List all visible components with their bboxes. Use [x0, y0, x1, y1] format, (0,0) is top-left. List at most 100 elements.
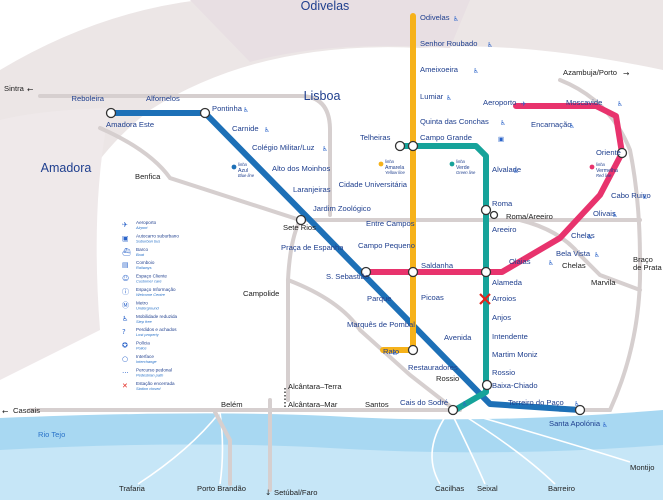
station-label[interactable]: Lumiar — [420, 92, 444, 101]
station-label[interactable]: Carnide — [232, 124, 259, 133]
station-label[interactable]: Telheiras — [360, 133, 391, 142]
station-label[interactable]: Pontinha — [212, 104, 243, 113]
region-label: Odivelas — [301, 0, 350, 13]
wheelchair-icon: ♿ — [264, 126, 270, 134]
station-label[interactable]: Laranjeiras — [293, 185, 331, 194]
station-label[interactable]: Praça de Espanha — [281, 243, 344, 252]
line-tag-label: linha — [385, 159, 395, 164]
wheelchair-icon: ♿ — [617, 100, 623, 108]
station-label[interactable]: Cabo Ruivo — [611, 191, 651, 200]
station-label[interactable]: Chelas — [571, 231, 595, 240]
station-label[interactable]: Olivais — [593, 209, 616, 218]
station-label[interactable]: Campo Pequeno — [358, 241, 415, 250]
wheelchair-icon: ♿ — [500, 119, 506, 127]
station-label[interactable]: Odivelas — [420, 13, 450, 22]
station-label[interactable]: Restauradores — [408, 363, 458, 372]
wheelchair-icon: ♿ — [446, 94, 452, 102]
station-label[interactable]: Rato — [383, 347, 399, 356]
station-label[interactable]: Areeiro — [492, 225, 516, 234]
line-name-english: Yellow line — [385, 170, 405, 175]
station-label[interactable]: Picoas — [421, 293, 444, 302]
wheelchair-icon: ♿ — [548, 259, 554, 267]
line-name-label: Verde — [456, 165, 470, 171]
bus-icon: ▣ — [122, 234, 129, 242]
station-label[interactable]: Amadora Este — [106, 120, 154, 129]
info-icon: ⓘ — [122, 288, 129, 296]
station-label[interactable]: Roma — [492, 199, 513, 208]
station-label[interactable]: Bela Vista — [556, 249, 591, 258]
station-label[interactable]: Aeroporto — [483, 98, 516, 107]
line-name-label: Azul — [238, 168, 248, 174]
arrow-down-icon: ↓ — [265, 488, 271, 497]
river-label: Rio Tejo — [38, 430, 65, 439]
direction-arrows: ← → ← ↓ — [2, 69, 629, 497]
station-label[interactable]: Entre Campos — [366, 219, 415, 228]
wheelchair-icon: ♿ — [642, 193, 648, 201]
station-label[interactable]: Olaias — [509, 257, 531, 266]
metro-line-green — [397, 143, 489, 413]
customer-icon: ☺ — [122, 275, 129, 283]
rail-station-label: Chelas — [562, 261, 586, 270]
station-label[interactable]: Rossio — [492, 368, 515, 377]
station-label[interactable]: Santa Apolónia — [549, 419, 601, 428]
line-tag-label: linha — [238, 162, 248, 167]
wheelchair-icon: ♿ — [392, 349, 398, 357]
station-label[interactable]: Alto dos Moinhos — [272, 164, 330, 173]
station-label[interactable]: Marquês de Pombal — [347, 320, 415, 329]
station-label[interactable]: Alameda — [492, 278, 523, 287]
station-label[interactable]: Reboleira — [71, 94, 104, 103]
station-label[interactable]: Senhor Roubado — [420, 39, 477, 48]
station-label[interactable]: Intendente — [492, 332, 528, 341]
rail-station-label: Sete Rios — [283, 223, 316, 232]
station-label[interactable]: Cais do Sodré — [400, 398, 448, 407]
station-label[interactable]: Avenida — [444, 333, 472, 342]
wheelchair-icon: ♿ — [122, 315, 128, 323]
rail-station-label: Sintra — [4, 84, 25, 93]
legend-label-english: Pedestrian path — [136, 372, 163, 377]
station-label[interactable]: S. Sebastião — [326, 272, 369, 281]
station-label[interactable]: Cidade Universitária — [339, 180, 408, 189]
rail-station-label: Roma/Areeiro — [506, 212, 553, 221]
station-label[interactable]: Campo Grande — [420, 133, 472, 142]
station-label[interactable]: Quinta das Conchas — [420, 117, 489, 126]
legend-label-english: Customer care — [136, 279, 162, 284]
station-label[interactable]: Arroios — [492, 294, 516, 303]
legend-label: Barco — [136, 247, 148, 252]
station-label[interactable]: Alfornelos — [146, 94, 180, 103]
station-label[interactable]: Moscavide — [566, 98, 602, 107]
station-label[interactable]: Martim Moniz — [492, 350, 538, 359]
station-label[interactable]: Jardim Zoológico — [313, 204, 371, 213]
station-label[interactable]: Baixa-Chiado — [492, 381, 538, 390]
legend-label: Espaço Cliente — [136, 274, 167, 279]
line-tag-label: linha — [456, 159, 466, 164]
rail-station-label: Seixal — [477, 484, 498, 493]
rail-station-label: Rossio — [436, 374, 459, 383]
station-label[interactable]: Ameixoeira — [420, 65, 459, 74]
line-color-dot — [231, 164, 237, 170]
station-label[interactable]: Terreiro do Paço — [508, 398, 564, 407]
wheelchair-icon: ♿ — [487, 41, 493, 49]
wheelchair-icon: ♿ — [587, 233, 593, 241]
line-color-dot — [378, 161, 384, 167]
rail-station-label: Cacilhas — [435, 484, 464, 493]
line-name-label: Vermelha — [596, 168, 618, 174]
interchange-icon: ○ — [122, 355, 128, 363]
station-label[interactable]: Oriente — [596, 148, 621, 157]
closed-icon: ✕ — [122, 382, 128, 390]
rail-station-label: Cascais — [13, 406, 40, 415]
metro-line-yellow — [380, 13, 416, 353]
line-name-english: Blue line — [238, 173, 255, 178]
closed-icon — [479, 293, 491, 305]
station-label[interactable]: Colégio Militar/Luz — [252, 143, 315, 152]
plane-icon: ✈ — [521, 100, 527, 108]
station-label[interactable]: Alvalade — [492, 165, 521, 174]
station-label[interactable]: Encarnação — [531, 120, 572, 129]
station-label[interactable]: Parque — [367, 294, 392, 303]
station-label[interactable]: Saldanha — [421, 261, 454, 270]
wheelchair-icon: ♿ — [569, 122, 575, 130]
rail-station-label: de Prata — [633, 263, 662, 272]
legend-label-english: Suburban bus — [136, 238, 160, 243]
station-label[interactable]: Anjos — [492, 313, 511, 322]
